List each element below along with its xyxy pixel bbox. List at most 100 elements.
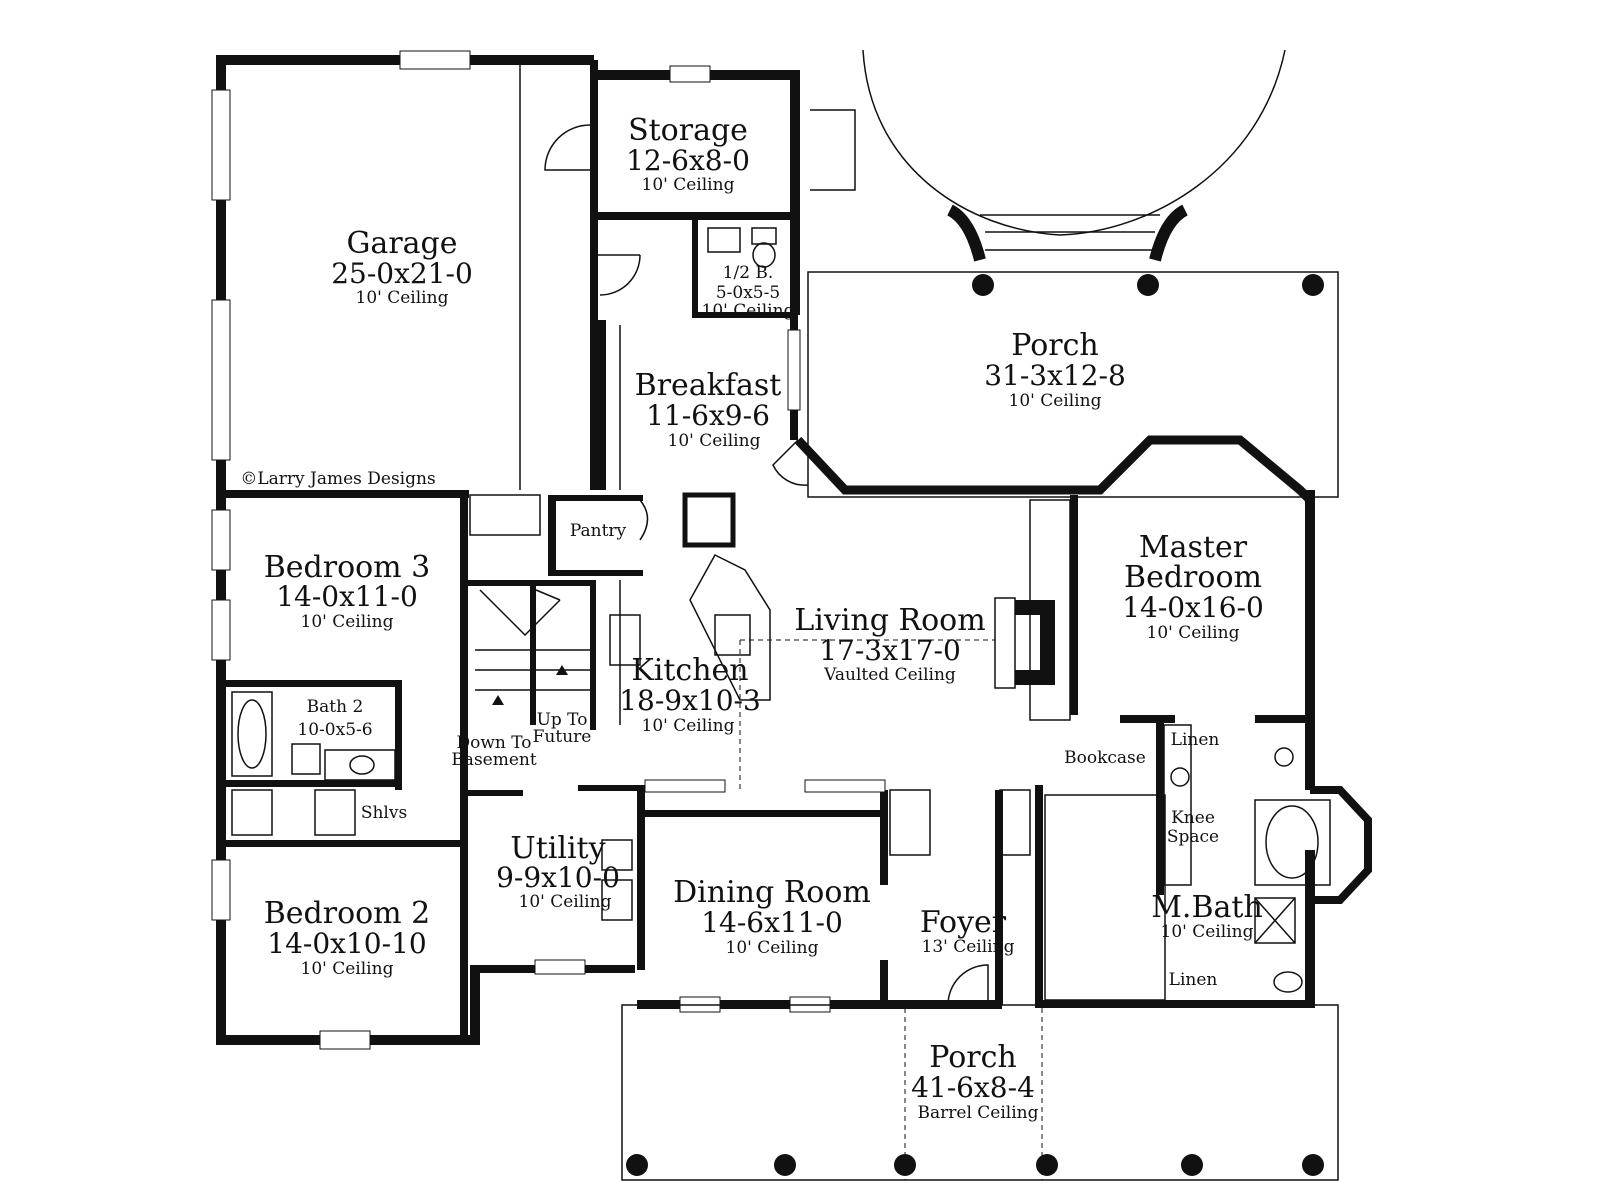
shelves-label: Shlvs [361,803,407,823]
window [211,89,231,201]
vanity [1163,724,1192,886]
toilet [291,743,321,775]
porch-post [774,1154,796,1176]
room-ceiling: 10' Ceiling [702,301,795,321]
sink [1170,767,1190,787]
wall [578,785,643,791]
wall [598,320,606,490]
stair-landing [479,589,561,637]
wall [1255,715,1310,723]
wall [1035,785,1043,1005]
linen-label: Linen [1169,970,1218,990]
shelving [469,494,541,536]
room-ceiling: 10' Ceiling [301,612,394,632]
room-name: Porch [929,1040,1017,1075]
wall [395,680,402,790]
fireplace [1015,670,1055,685]
wall [1120,715,1175,723]
room-name: Foyer [920,905,1007,940]
window [211,509,231,571]
room-dim: 14-0x10-10 [267,927,426,960]
room-dim: 11-6x9-6 [646,399,770,432]
door-swing [772,439,809,486]
window [534,959,586,975]
room-name: Utility [510,831,605,866]
sink [349,755,375,775]
room-name: Storage [628,113,748,148]
door-swing [599,254,641,296]
wall [548,495,556,575]
room-ceiling: 13' Ceiling [922,937,1015,957]
room-ceiling: 10' Ceiling [1009,391,1102,411]
room-name: 1/2 B. [723,263,774,283]
porch-post [972,274,994,296]
wall [226,680,401,687]
window [211,859,231,921]
room-dim: 10-0x5-6 [297,720,372,740]
wall [880,960,888,1005]
room-dim: 5-0x5-5 [716,283,780,303]
room-ceiling: Vaulted Ceiling [823,665,956,685]
porch-post [1302,1154,1324,1176]
stair-down-label: Down To [456,733,531,753]
window [644,779,726,793]
wall [1305,850,1315,1005]
wall [637,785,645,970]
room-name: M.Bath [1151,890,1263,925]
wall-bay [794,435,1314,504]
walk-in-closet [1044,794,1166,1001]
room-dim: 31-3x12-8 [984,359,1126,392]
fireplace [1040,600,1055,685]
room-name: Living Room [794,603,985,638]
wall [548,495,643,501]
room-dim: 18-9x10-3 [619,684,761,717]
hearth [994,597,1016,689]
room-ceiling: 10' Ceiling [1147,623,1240,643]
wall [880,790,888,885]
pantry-label: Pantry [570,521,627,541]
washer [601,839,633,871]
porch-post [626,1154,648,1176]
room-name: Dining Room [673,875,871,910]
storage-door-swing [544,124,591,171]
stair-up-label: Up To [537,710,588,730]
room-ceiling: 10' Ceiling [1161,922,1254,942]
kitchen-island [689,554,771,701]
closet [999,789,1031,856]
room-name: Master [1139,530,1248,565]
room-ceiling: 10' Ceiling [668,431,761,451]
knee-space-label: Space [1167,827,1219,847]
wall [468,790,523,796]
porch-post [1036,1154,1058,1176]
porch-post [1181,1154,1203,1176]
room-dim: 41-6x8-4 [911,1071,1035,1104]
wall [460,490,468,1035]
wall [1035,1000,1315,1008]
room-ceiling: 10' Ceiling [301,959,394,979]
room-dim: 14-0x16-0 [1122,591,1264,624]
room-ceiling: 10' Ceiling [726,938,819,958]
room-name: Bedroom 2 [264,896,431,931]
wall [590,60,598,490]
bathtub [237,699,267,769]
window [787,329,801,411]
window [319,1030,371,1050]
room-dim: 17-3x17-0 [819,634,961,667]
toilet [1273,971,1303,993]
wall [226,840,466,847]
stair-down-label: Basement [451,750,537,770]
porch-post [1137,274,1159,296]
bathtub [231,691,273,777]
window [669,65,711,83]
vanity [324,749,396,781]
wall [226,780,401,787]
room-name: Bedroom 3 [264,550,431,585]
shower [1254,897,1296,944]
toilet [751,227,777,245]
room-name: Breakfast [635,368,782,403]
room-ceiling: Barrel Ceiling [918,1103,1039,1123]
window [399,50,471,70]
room-dim: 14-6x11-0 [701,906,843,939]
room-dim: 25-0x21-0 [331,257,473,290]
